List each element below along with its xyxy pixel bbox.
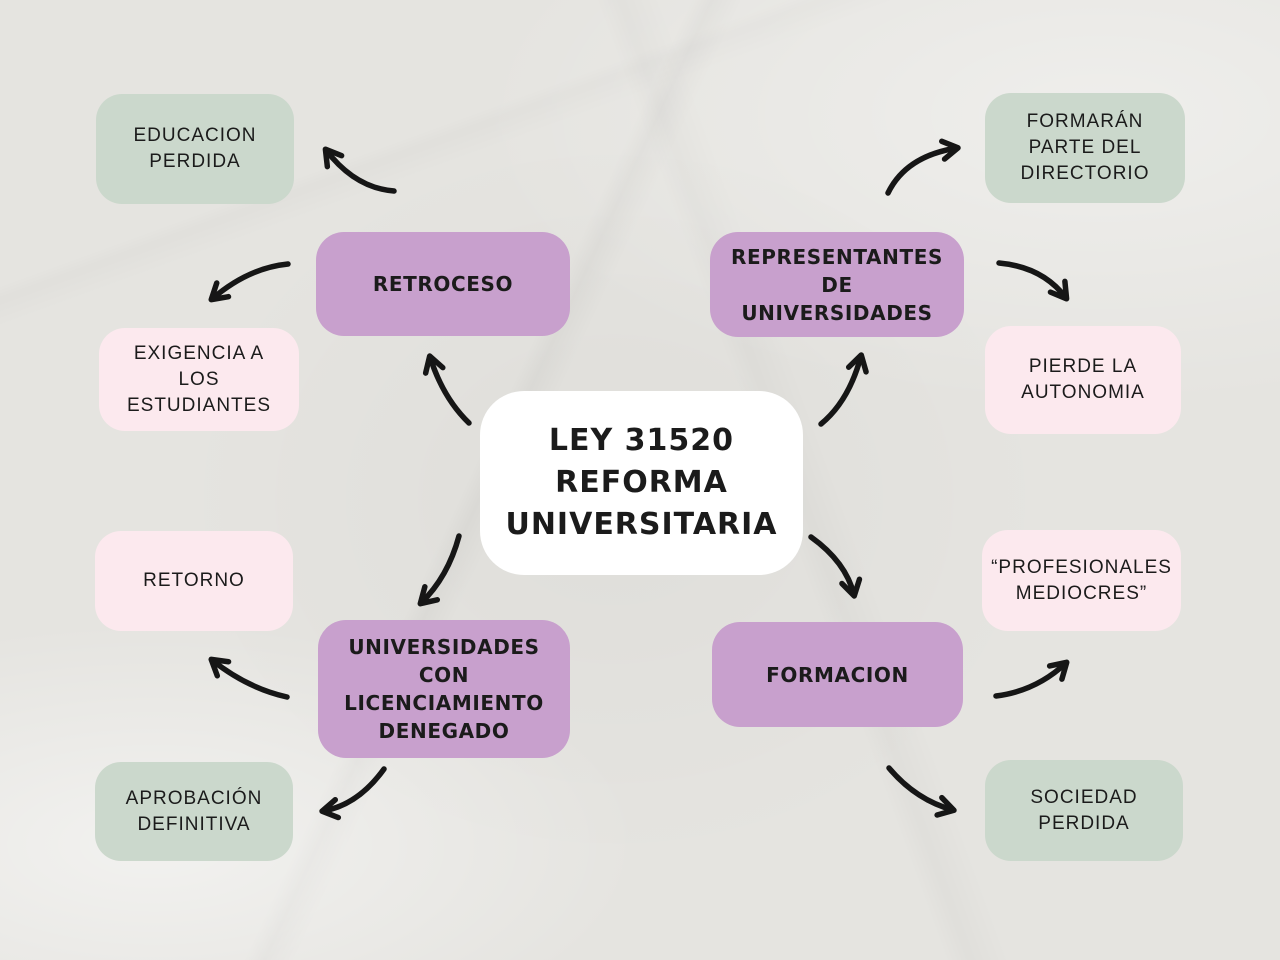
branch-node-retroceso[interactable]: RETROCESO xyxy=(316,232,570,336)
arrow-center-to-retroceso xyxy=(422,353,472,426)
arrow-formacion-to-sociedad xyxy=(886,765,957,818)
center-node-ley-31520[interactable]: LEY 31520 REFORMA UNIVERSITARIA xyxy=(480,391,803,575)
arrow-retroceso-to-educacion xyxy=(322,146,397,194)
leaf-node-educacion-perdida[interactable]: EDUCACION PERDIDA xyxy=(96,94,294,204)
leaf-node-pierde-autonomia[interactable]: PIERDE LA AUTONOMIA xyxy=(985,326,1181,434)
leaf-node-label: “PROFESIONALES MEDIOCRES” xyxy=(991,556,1172,604)
branch-node-label: RETROCESO xyxy=(372,272,514,296)
arrow-formacion-to-profesionales xyxy=(993,659,1070,699)
leaf-node-label: PIERDE LA AUTONOMIA xyxy=(1021,356,1145,403)
branch-node-label: REPRESENTANTES DE UNIVERSIDADES xyxy=(730,244,943,325)
leaf-node-profesionales-mediocres[interactable]: “PROFESIONALES MEDIOCRES” xyxy=(982,530,1181,631)
leaf-node-label: EXIGENCIA A LOS ESTUDIANTES xyxy=(126,342,272,416)
arrow-center-to-representantes xyxy=(818,352,869,427)
arrow-licenciamiento-to-retorno xyxy=(208,656,290,700)
leaf-node-label: EDUCACION PERDIDA xyxy=(133,125,257,172)
arrow-representantes-to-formaran xyxy=(885,138,961,196)
arrow-representantes-to-pierde xyxy=(996,260,1070,302)
branch-node-label: UNIVERSIDADES CON LICENCIAMIENTO DENEGAD… xyxy=(344,635,544,743)
leaf-node-sociedad-perdida[interactable]: SOCIEDAD PERDIDA xyxy=(985,760,1183,861)
arrow-center-to-formacion xyxy=(808,534,863,599)
branch-node-licenciamiento-denegado[interactable]: UNIVERSIDADES CON LICENCIAMIENTO DENEGAD… xyxy=(318,620,570,758)
leaf-node-aprobacion-definitiva[interactable]: APROBACIÓN DEFINITIVA xyxy=(95,762,293,861)
leaf-node-label: FORMARÁN PARTE DEL DIRECTORIO xyxy=(1020,111,1150,184)
branch-node-representantes[interactable]: REPRESENTANTES DE UNIVERSIDADES xyxy=(710,232,964,337)
arrow-licenciamiento-to-aprobacion xyxy=(319,766,387,821)
branch-node-label: FORMACION xyxy=(766,662,909,687)
branch-node-formacion[interactable]: FORMACION xyxy=(712,622,963,727)
leaf-node-label: RETORNO xyxy=(143,570,245,591)
leaf-node-label: APROBACIÓN DEFINITIVA xyxy=(125,787,263,835)
leaf-node-formaran-directorio[interactable]: FORMARÁN PARTE DEL DIRECTORIO xyxy=(985,93,1185,203)
arrow-center-to-licenciamiento xyxy=(417,533,462,607)
arrow-retroceso-to-exigencia xyxy=(208,261,291,303)
leaf-node-label: SOCIEDAD PERDIDA xyxy=(1030,786,1138,834)
leaf-node-exigencia-estudiantes[interactable]: EXIGENCIA A LOS ESTUDIANTES xyxy=(99,328,299,431)
center-node-label: LEY 31520 REFORMA UNIVERSITARIA xyxy=(505,423,778,542)
leaf-node-retorno[interactable]: RETORNO xyxy=(95,531,293,631)
